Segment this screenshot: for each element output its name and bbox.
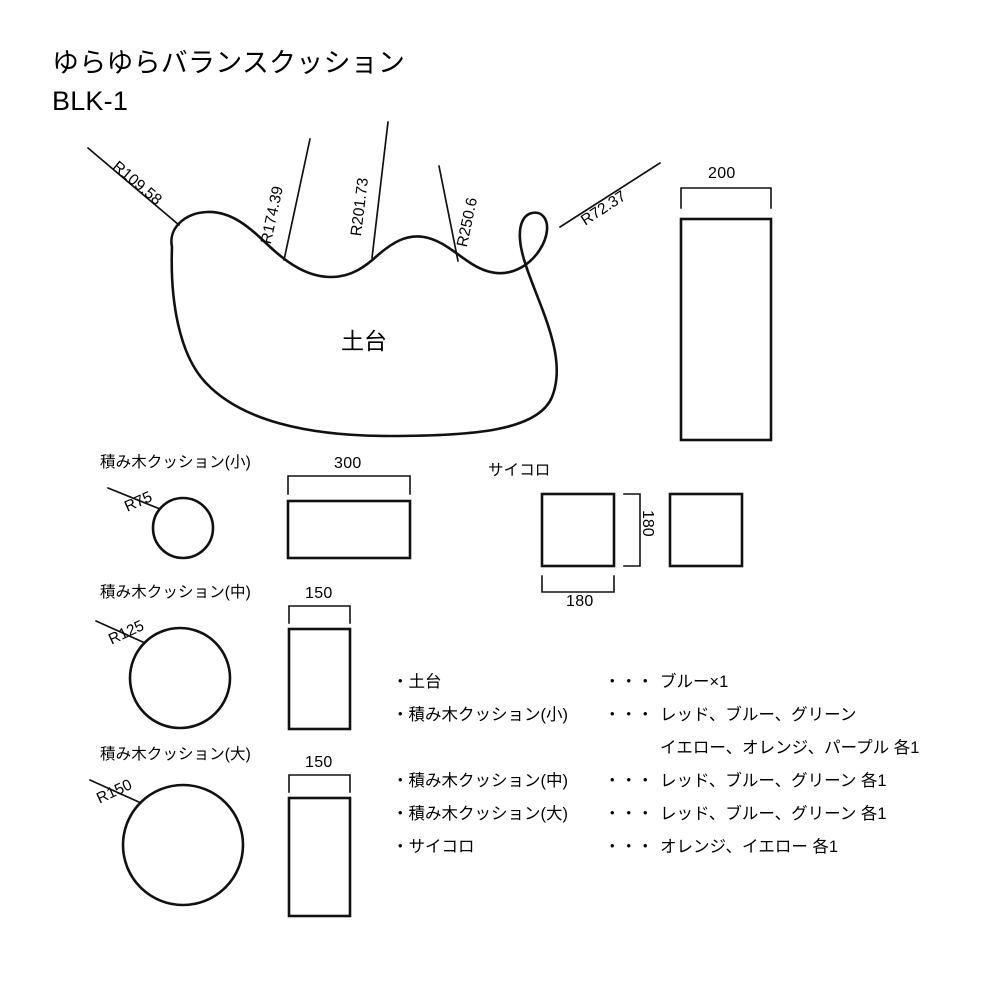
legend-dots: ・・・	[604, 805, 654, 823]
legend-row: ・土台 ・・・ ブルー×1	[392, 668, 972, 701]
legend-item-name: ・積み木クッション(小)	[392, 701, 604, 725]
leader-r72	[559, 162, 661, 228]
legend-item-name: ・積み木クッション(中)	[392, 767, 604, 791]
legend-row: ・積み木クッション(小) ・・・ レッド、ブルー、グリーン	[392, 701, 972, 734]
base-side-rect	[679, 217, 773, 442]
legend-name-text: 積み木クッション(小)	[408, 706, 569, 724]
leader-r201	[371, 121, 389, 259]
dim-line-dice-height	[623, 493, 641, 567]
legend-dots: ・・・	[604, 673, 654, 691]
legend-bullet: ・	[392, 706, 409, 724]
leader-r174	[283, 138, 311, 261]
legend-item-value: レッド、ブルー、グリーン 各1	[660, 805, 887, 823]
legend-row: ・積み木クッション(大) ・・・ レッド、ブルー、グリーン 各1	[392, 800, 972, 833]
leader-r250	[438, 165, 459, 262]
medium-block-rect	[287, 627, 352, 731]
parts-legend: ・土台 ・・・ ブルー×1 ・積み木クッション(小) ・・・ レッド、ブルー、グ…	[392, 668, 972, 866]
legend-name-text: 土台	[408, 673, 442, 691]
legend-bullet: ・	[392, 805, 409, 823]
leader-r150	[89, 779, 142, 804]
legend-dots: ・・・	[604, 706, 654, 724]
drawing-title: ゆらゆらバランスクッション BLK-1	[52, 44, 405, 120]
legend-item-value: ブルー×1	[660, 673, 729, 691]
leader-r75	[107, 487, 161, 510]
legend-row: ・積み木クッション(中) ・・・ レッド、ブルー、グリーン 各1	[392, 767, 972, 800]
legend-name-text: 積み木クッション(中)	[408, 772, 569, 790]
dimension-300: 300	[334, 455, 362, 472]
dim-line-dice-width	[541, 575, 615, 593]
small-block-circle	[151, 496, 215, 560]
dimension-dice-height: 180	[639, 510, 656, 537]
legend-item-value: レッド、ブルー、グリーン	[660, 706, 857, 724]
legend-item-value: オレンジ、イエロー 各1	[660, 838, 839, 856]
legend-bullet: ・	[392, 673, 409, 691]
legend-bullet: ・	[392, 838, 409, 856]
legend-bullet: ・	[392, 772, 409, 790]
large-block-circle	[121, 783, 245, 907]
large-block-rect	[287, 796, 352, 918]
legend-name-text: サイコロ	[408, 838, 475, 856]
dice-label: サイコロ	[488, 462, 551, 479]
dimension-dice-width: 180	[566, 593, 594, 610]
dimension-150-medium: 150	[305, 585, 333, 602]
legend-dots: ・・・	[604, 772, 654, 790]
dice-square-1	[540, 492, 616, 568]
dim-line-150-medium	[288, 605, 351, 624]
leader-r109	[87, 147, 180, 226]
legend-item-name: ・土台	[392, 668, 604, 692]
legend-item-name: ・サイコロ	[392, 833, 604, 857]
dim-line-300	[287, 475, 411, 495]
legend-row-continuation: イエロー、オレンジ、パープル 各1	[392, 734, 972, 767]
dimension-200: 200	[708, 165, 736, 182]
medium-block-label: 積み木クッション(中)	[100, 584, 251, 601]
base-part-name: 土台	[341, 328, 387, 354]
legend-item-name: ・積み木クッション(大)	[392, 800, 604, 824]
leader-r125	[95, 620, 146, 644]
title-line-1: ゆらゆらバランスクッション	[52, 48, 406, 78]
title-line-2: BLK-1	[52, 86, 129, 116]
legend-row: ・サイコロ ・・・ オレンジ、イエロー 各1	[392, 833, 972, 866]
dimension-150-large: 150	[305, 754, 333, 771]
small-block-label: 積み木クッション(小)	[100, 454, 251, 471]
large-block-label: 積み木クッション(大)	[100, 746, 251, 763]
legend-item-value-continued: イエロー、オレンジ、パープル 各1	[660, 739, 920, 757]
small-block-rect	[286, 499, 412, 560]
legend-spacer	[392, 734, 660, 767]
medium-block-circle	[128, 626, 232, 730]
legend-dots: ・・・	[604, 838, 654, 856]
base-outline	[170, 210, 559, 438]
dim-line-150-large	[288, 774, 351, 793]
legend-name-text: 積み木クッション(大)	[408, 805, 569, 823]
legend-item-value: レッド、ブルー、グリーン 各1	[660, 772, 887, 790]
dim-line-200	[680, 187, 772, 209]
dice-square-2	[668, 492, 744, 568]
